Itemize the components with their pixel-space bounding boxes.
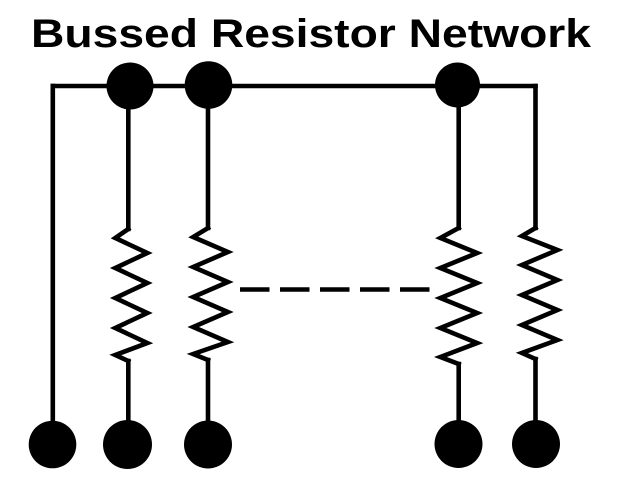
- svg-text:Bussed Resistor Network: Bussed Resistor Network: [31, 12, 592, 56]
